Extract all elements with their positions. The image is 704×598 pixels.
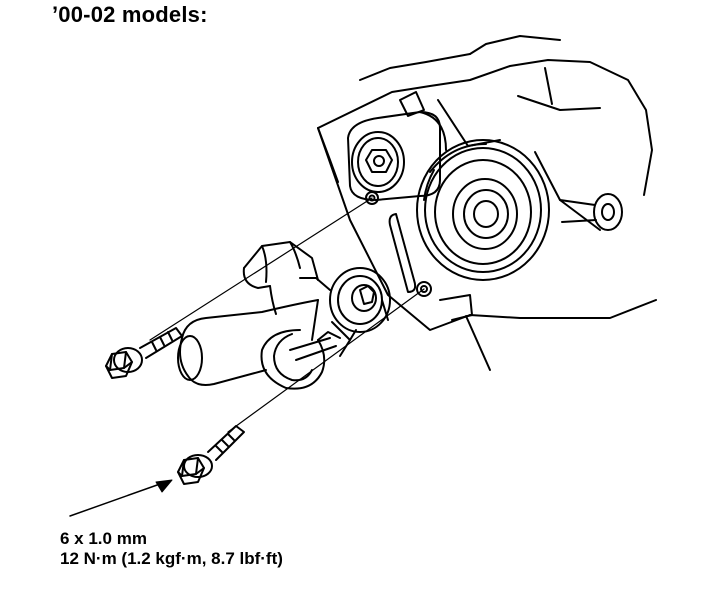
alignment-lines	[150, 198, 424, 432]
pulley	[417, 140, 549, 280]
torque-spec-label: 12 N·m (1.2 kgf·m, 8.7 lbf·ft)	[60, 549, 283, 568]
bolt-size-label: 6 x 1.0 mm	[60, 529, 147, 548]
upper-bolt	[106, 328, 182, 378]
page-title: ’00-02 models:	[52, 2, 208, 27]
tensioner-cylinder	[348, 112, 446, 204]
engine-bracket	[318, 36, 656, 370]
tensioner-bracket	[178, 242, 390, 389]
callout-arrow	[70, 480, 172, 516]
lower-bolt	[178, 426, 244, 484]
